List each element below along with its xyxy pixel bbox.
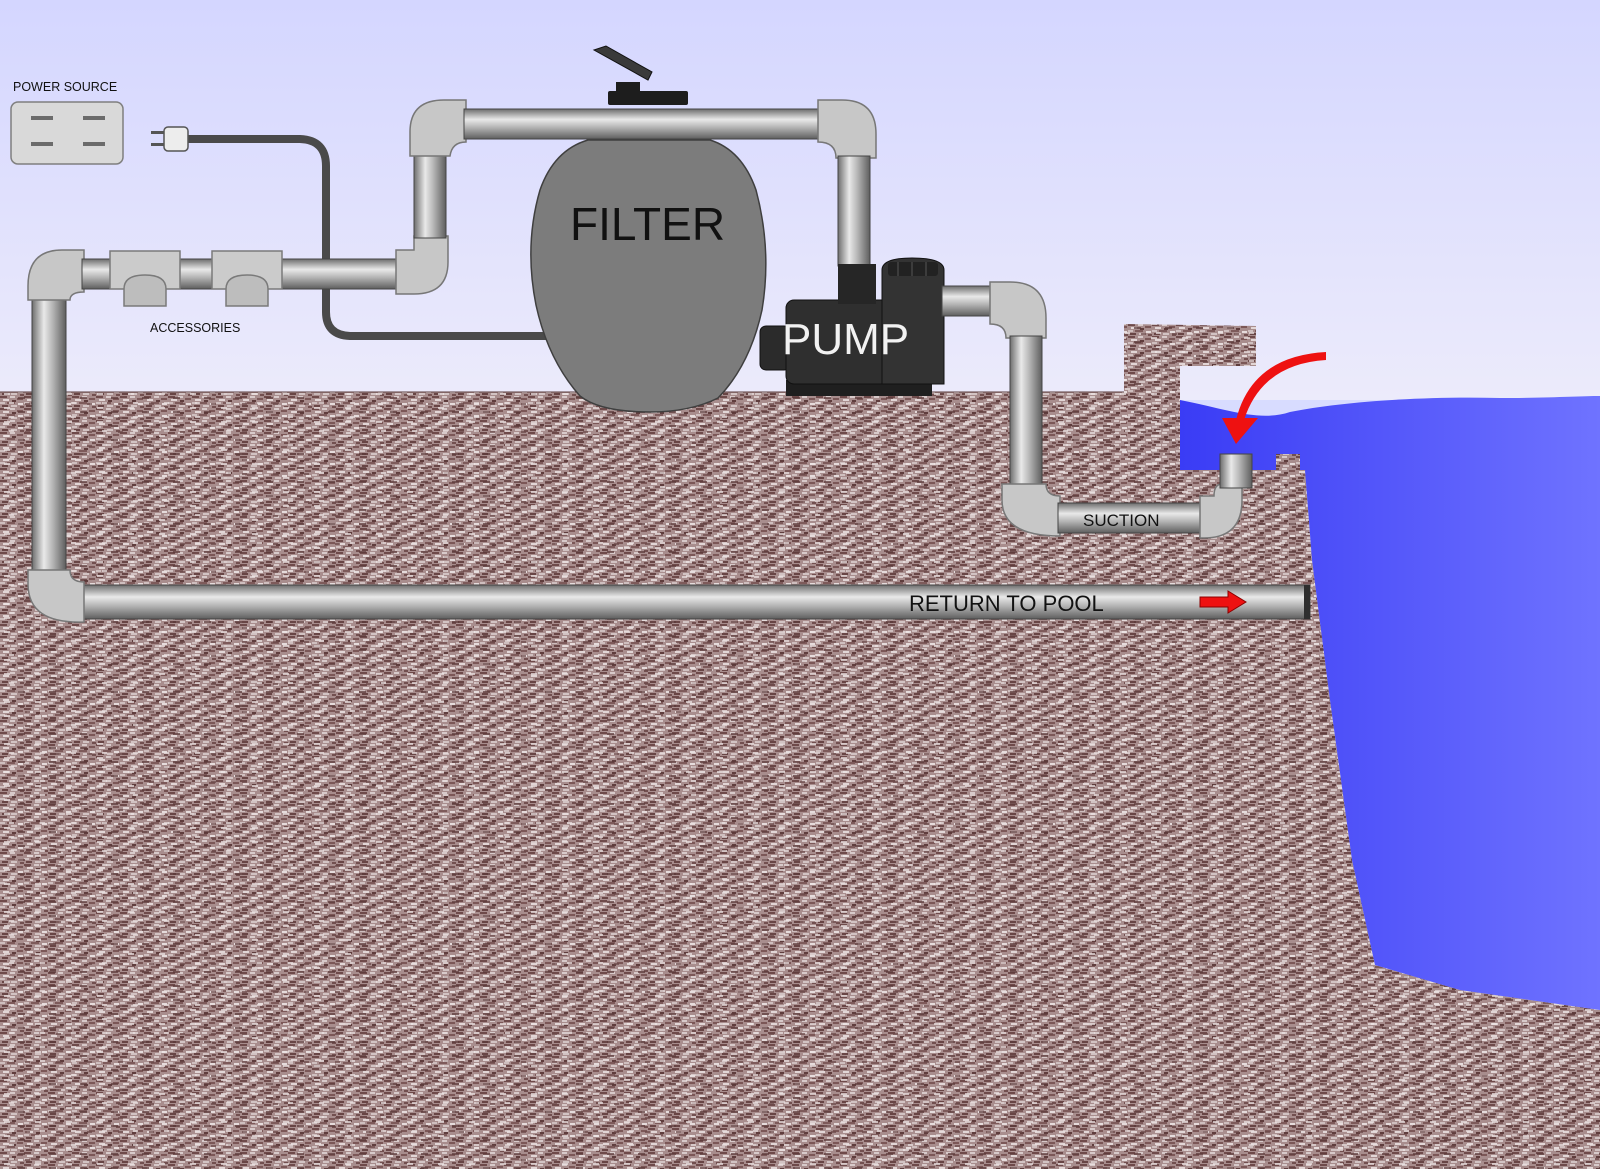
accessories-label: ACCESSORIES <box>150 321 240 335</box>
skimmer-inlet-pipe <box>1219 453 1253 489</box>
suction-lower-elbow <box>1001 483 1061 537</box>
riser-vertical-pipe <box>413 149 447 239</box>
power-source-label: POWER SOURCE <box>13 80 117 94</box>
suction-vertical-pipe <box>1009 335 1043 489</box>
pump-label: PUMP <box>782 315 909 364</box>
pool-water <box>1180 396 1600 1010</box>
top-right-elbow <box>817 99 877 159</box>
intake-arrow-icon <box>1222 352 1326 444</box>
return-pipe <box>79 584 1311 620</box>
flow-arrow-icon <box>1199 590 1247 614</box>
pump-side-elbow <box>989 281 1047 339</box>
top-pipe <box>463 108 823 140</box>
skimmer-elbow <box>1199 483 1243 539</box>
power-outlet-icon <box>10 101 124 165</box>
left-vertical-pipe <box>31 291 67 575</box>
pump-unit <box>759 257 945 396</box>
suction-label: SUCTION <box>1083 511 1160 530</box>
multiport-valve <box>592 45 688 105</box>
pump-feed-vertical-pipe <box>837 155 871 267</box>
riser-upper-elbow <box>409 99 467 157</box>
return-to-pool-label: RETURN TO POOL <box>909 591 1104 616</box>
accessory-valve-2 <box>211 250 283 307</box>
bottom-left-elbow <box>27 569 85 623</box>
power-cord <box>184 135 564 340</box>
suction-pipe <box>1057 502 1203 534</box>
valve-handle-icon[interactable] <box>592 45 653 81</box>
skimmer-box <box>1180 454 1300 470</box>
accessory-valve-1 <box>109 250 181 307</box>
pump-suction-pipe <box>941 285 993 317</box>
electric-plug-icon <box>151 126 189 152</box>
filter-tank <box>530 139 767 413</box>
filter-label: FILTER <box>570 198 725 250</box>
